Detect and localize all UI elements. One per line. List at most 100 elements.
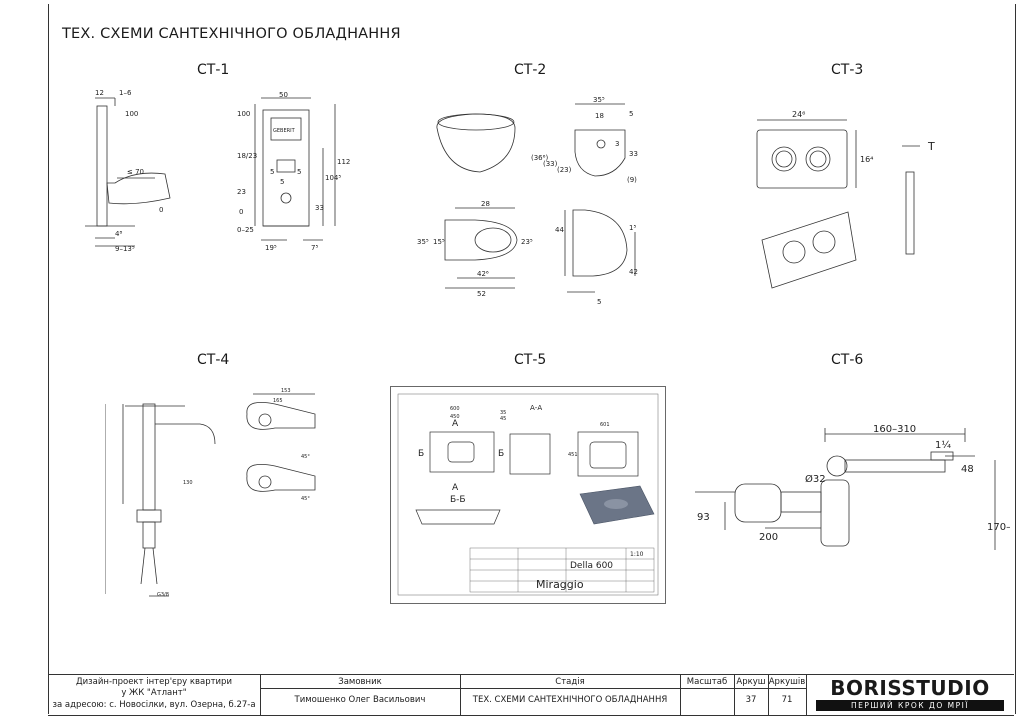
title-block: Дизайн-проект інтер'єру квартири у ЖК "А… (48, 674, 1014, 716)
st5-section-bb: Б-Б (450, 495, 466, 505)
logo-slogan: ПЕРШИЙ КРОК ДО МРІЇ (816, 700, 1004, 711)
st1-dim-o: 0 (239, 208, 243, 216)
scheme-label-st6: СТ-6 (831, 352, 864, 368)
project-line-3: за адресою: с. Новосілки, вул. Озерна, б… (52, 700, 256, 710)
st1-dim-f: 4⁸ (115, 230, 122, 238)
st1-drawing: 12 1–6 100 ≤ 70 0 4⁸ 9–13⁵ 50 100 18/23 … (85, 89, 350, 253)
st3-dim-t: T (927, 140, 935, 153)
divider (734, 675, 735, 715)
st5-dim-450: 450 (450, 414, 460, 420)
st2-dim-c: 5 (629, 110, 633, 118)
st1-dim-g: 9–13⁵ (115, 245, 135, 253)
st1-dim-e: 0 (159, 206, 163, 214)
st2-dim-l: 15⁵ (433, 238, 445, 246)
st2-dim-e: (36⁶) (531, 154, 548, 162)
st6-drawing: 160–310 1¼ 48 Ø32 170–240 93 200 (695, 424, 1010, 550)
st4-dim-a: 153 (281, 388, 291, 394)
st2-dim-j: 28 (481, 200, 490, 208)
st5-dim-45: 45 (500, 416, 506, 422)
divider (260, 675, 261, 715)
sheets-value: 71 (781, 695, 793, 705)
divider (768, 675, 769, 715)
st5-dim-35: 35 (500, 410, 506, 416)
sheets-header: Аркушів (768, 677, 806, 687)
st1-dim-k: 5 (270, 168, 274, 176)
st2-dim-r: 42 (629, 268, 638, 276)
st2-dim-d: 33 (629, 150, 638, 158)
st5-model: Della 600 (570, 561, 613, 571)
scheme-label-st1: СТ-1 (197, 62, 230, 78)
st2-dim-s: 5 (597, 298, 601, 306)
client-header: Замовник (338, 677, 382, 687)
st6-dim-a: 160–310 (873, 424, 916, 435)
st1-dim-a: 12 (95, 89, 104, 97)
sheet-frame (48, 4, 1016, 714)
page-title: ТЕХ. СХЕМИ САНТЕХНІЧНОГО ОБЛАДНАННЯ (62, 26, 401, 42)
divider (680, 675, 681, 715)
sheet-value: 37 (745, 695, 757, 705)
scale-header: Масштаб (686, 677, 728, 687)
st5-mark-b-right: Б (498, 449, 504, 459)
st5-mark-b-left: Б (418, 449, 424, 459)
st1-dim-u: 7⁵ (311, 244, 318, 252)
divider (806, 675, 807, 715)
st2-dim-p: 44 (555, 226, 564, 234)
st5-brand: Miraggio (536, 578, 584, 591)
st1-dim-c: 100 (125, 110, 138, 118)
st2-drawing: 35⁵ 18 5 33 (36⁶) (33) (23) (9) 3 28 35⁵… (417, 96, 638, 306)
scheme-label-st2: СТ-2 (514, 62, 547, 78)
st5-dim-600: 600 (450, 406, 460, 412)
st2-dim-o: 52 (477, 290, 486, 298)
st1-dim-d: ≤ 70 (127, 168, 144, 176)
client-name: Тимошенко Олег Васильович (294, 695, 426, 705)
st1-dim-r: 104⁵ (325, 174, 341, 182)
scheme-label-st5: СТ-5 (514, 352, 547, 368)
st1-dim-l: 5 (297, 168, 301, 176)
st2-dim-g: (23) (557, 166, 572, 174)
st2-dim-q: 1⁵ (629, 224, 636, 232)
st3-dim-h: 16⁴ (860, 155, 873, 164)
st6-dim-d: Ø32 (805, 473, 826, 485)
sheet-header: Аркуш (736, 677, 766, 687)
st1-dim-s: 33 (315, 204, 324, 212)
st5-dim-451: 451 (568, 452, 578, 458)
divider (260, 688, 806, 689)
st2-dim-k: 35⁵ (417, 238, 429, 246)
st3-drawing: 24⁶ 16⁴ T (756, 110, 935, 289)
divider (460, 675, 461, 715)
st2-dim-a: 35⁵ (593, 96, 605, 104)
st4-dim-b: 165 (273, 398, 283, 404)
st2-dim-n: 42⁶ (477, 270, 489, 278)
st4-dim-f: G3/8 (157, 592, 169, 598)
st1-dim-p: 0–25 (237, 226, 254, 234)
st1-brand: GEBERIT (273, 128, 296, 134)
project-line-2: у ЖК "Атлант" (121, 688, 187, 698)
st1-dim-m: 23 (237, 188, 246, 196)
st2-dim-m: 23⁵ (521, 238, 533, 246)
st1-dim-q: 112 (337, 158, 350, 166)
st6-dim-f: 93 (697, 512, 710, 523)
project-line-1: Дизайн-проект інтер'єру квартири (76, 677, 232, 687)
st5-mark-a-top: A (452, 419, 459, 429)
st1-dim-b: 1–6 (119, 89, 132, 97)
st1-dim-j: 18/23 (237, 152, 257, 160)
st6-dim-b: 1¼ (935, 439, 951, 451)
st1-dim-i: 100 (237, 110, 250, 118)
st4-drawing: 153 165 45° 45° 130 G3/8 (105, 388, 316, 598)
st6-dim-c: 48 (961, 464, 974, 475)
st1-dim-h: 50 (279, 91, 288, 99)
st4-dim-c: 45° (301, 454, 310, 460)
st5-dim-601: 601 (600, 422, 610, 428)
st2-dim-h: (9) (627, 176, 637, 184)
scheme-label-st3: СТ-3 (831, 62, 864, 78)
st5-scale: 1:10 (630, 551, 644, 558)
st2-dim-f: (33) (543, 160, 558, 168)
st1-dim-t: 19⁵ (265, 244, 277, 252)
st6-dim-e: 170–240 (987, 522, 1010, 533)
st3-dim-w: 24⁶ (792, 110, 805, 119)
stage-header: Стадія (555, 677, 585, 687)
st2-dim-b: 18 (595, 112, 604, 120)
logo-name: BORISSTUDIO (830, 676, 990, 700)
st5-mark-a-bottom: A (452, 483, 459, 493)
